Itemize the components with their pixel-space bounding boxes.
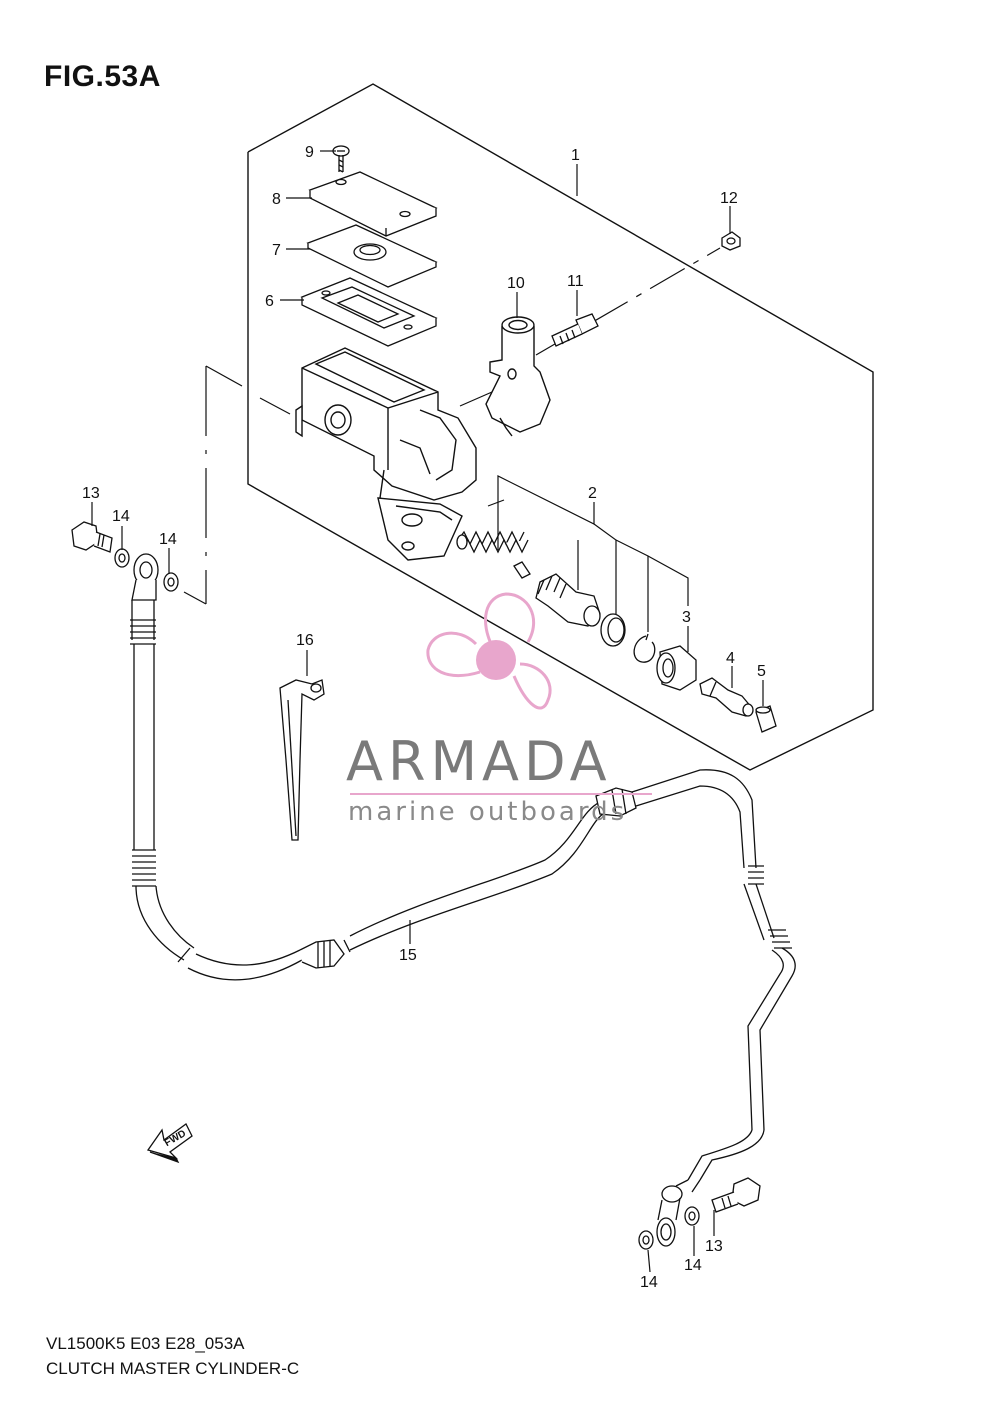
callout-12: 12 xyxy=(720,190,738,207)
part-15-clutch-hose xyxy=(130,553,796,1247)
part-8-reservoir-cap xyxy=(308,171,438,237)
callout-13-right: 13 xyxy=(705,1238,723,1255)
callout-16: 16 xyxy=(296,632,314,649)
callout-10: 10 xyxy=(507,275,525,292)
callout-1: 1 xyxy=(571,147,580,164)
callout-14-right-b: 14 xyxy=(640,1274,658,1291)
model-code: VL1500K5 E03 E28_053A xyxy=(46,1334,245,1353)
callout-labels: 1 2 3 4 5 6 7 8 9 10 11 12 13 13 14 14 1… xyxy=(82,144,766,1291)
part-13-union-bolt-right xyxy=(711,1177,761,1213)
callout-3: 3 xyxy=(682,609,691,626)
callout-9: 9 xyxy=(305,144,314,161)
callout-6: 6 xyxy=(265,293,274,310)
leader-lines xyxy=(91,150,764,1273)
callout-15: 15 xyxy=(399,947,417,964)
callout-8: 8 xyxy=(272,191,281,208)
assembly-outline xyxy=(247,83,874,771)
part-4-push-rod xyxy=(699,677,754,717)
watermark-tagline: marine outboards xyxy=(348,797,628,827)
master-cylinder-body xyxy=(295,347,477,561)
figure-caption: CLUTCH MASTER CYLINDER-C xyxy=(46,1359,300,1378)
forward-arrow-icon xyxy=(146,1123,193,1164)
part-11-bolt xyxy=(551,313,599,347)
callout-4: 4 xyxy=(726,650,735,667)
part-14-washer-left-a xyxy=(114,548,130,568)
callout-14-right-a: 14 xyxy=(684,1257,702,1274)
part-14-washer-left-b xyxy=(163,572,179,592)
part-14-washer-right-a xyxy=(684,1206,700,1226)
armada-logo-icon xyxy=(426,592,552,710)
watermark-divider xyxy=(350,793,652,795)
part-2-piston-set xyxy=(456,530,656,663)
part-6-diaphragm xyxy=(300,277,438,347)
callout-14-left-a: 14 xyxy=(112,508,130,525)
callout-11: 11 xyxy=(567,273,584,290)
part-14-washer-right-b xyxy=(638,1230,654,1250)
part-3-boot xyxy=(656,645,697,691)
part-7-plate xyxy=(306,224,438,288)
part-13-union-bolt-left xyxy=(71,521,113,553)
callout-7: 7 xyxy=(272,242,281,259)
part-10-lever-holder xyxy=(485,316,551,437)
figure-title: FIG.53A xyxy=(44,60,161,93)
watermark-brand: ARMADA xyxy=(346,730,612,793)
part-12-nut xyxy=(721,231,741,251)
callout-14-left-b: 14 xyxy=(159,531,177,548)
part-5-nut xyxy=(755,705,777,733)
callout-5: 5 xyxy=(757,663,766,680)
part-16-clamp xyxy=(279,679,325,841)
callout-13-left: 13 xyxy=(82,485,100,502)
part-9-screw xyxy=(332,145,350,173)
callout-2: 2 xyxy=(588,485,597,502)
